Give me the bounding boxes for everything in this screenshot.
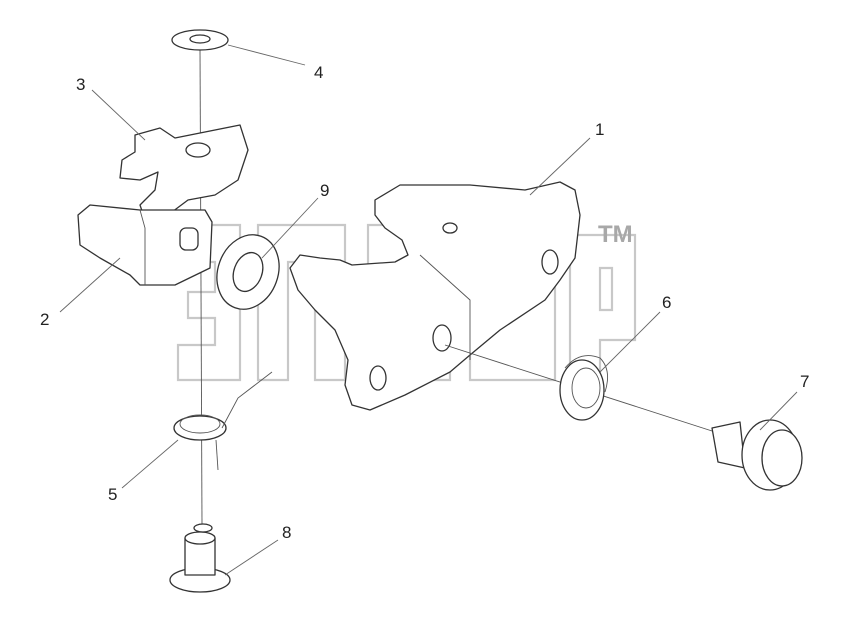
trademark-symbol: TM <box>598 221 633 248</box>
part-2-pawl-block <box>77 204 213 286</box>
label-part-1: 1 <box>595 120 604 139</box>
leader-lines <box>59 44 798 576</box>
part-9-washer <box>216 234 280 310</box>
watermark-letter-1 <box>176 223 242 382</box>
part-5-wire-spring <box>173 371 273 471</box>
part-7-bolt <box>711 419 803 491</box>
label-part-8: 8 <box>282 523 291 542</box>
watermark-letter-5 <box>568 233 637 382</box>
part-4-washer <box>171 29 229 51</box>
label-part-2: 2 <box>40 310 49 329</box>
label-part-4: 4 <box>314 63 323 82</box>
label-part-5: 5 <box>108 485 117 504</box>
label-part-7: 7 <box>800 372 809 391</box>
part-3-latch-plate <box>119 124 249 221</box>
label-part-9: 9 <box>320 181 329 200</box>
label-part-6: 6 <box>662 293 671 312</box>
part-8-pin <box>169 523 231 593</box>
part-1-bracket <box>289 181 581 411</box>
label-part-3: 3 <box>76 75 85 94</box>
part-6-torsion-spring <box>559 355 609 421</box>
assembly-axis-line <box>199 47 203 526</box>
